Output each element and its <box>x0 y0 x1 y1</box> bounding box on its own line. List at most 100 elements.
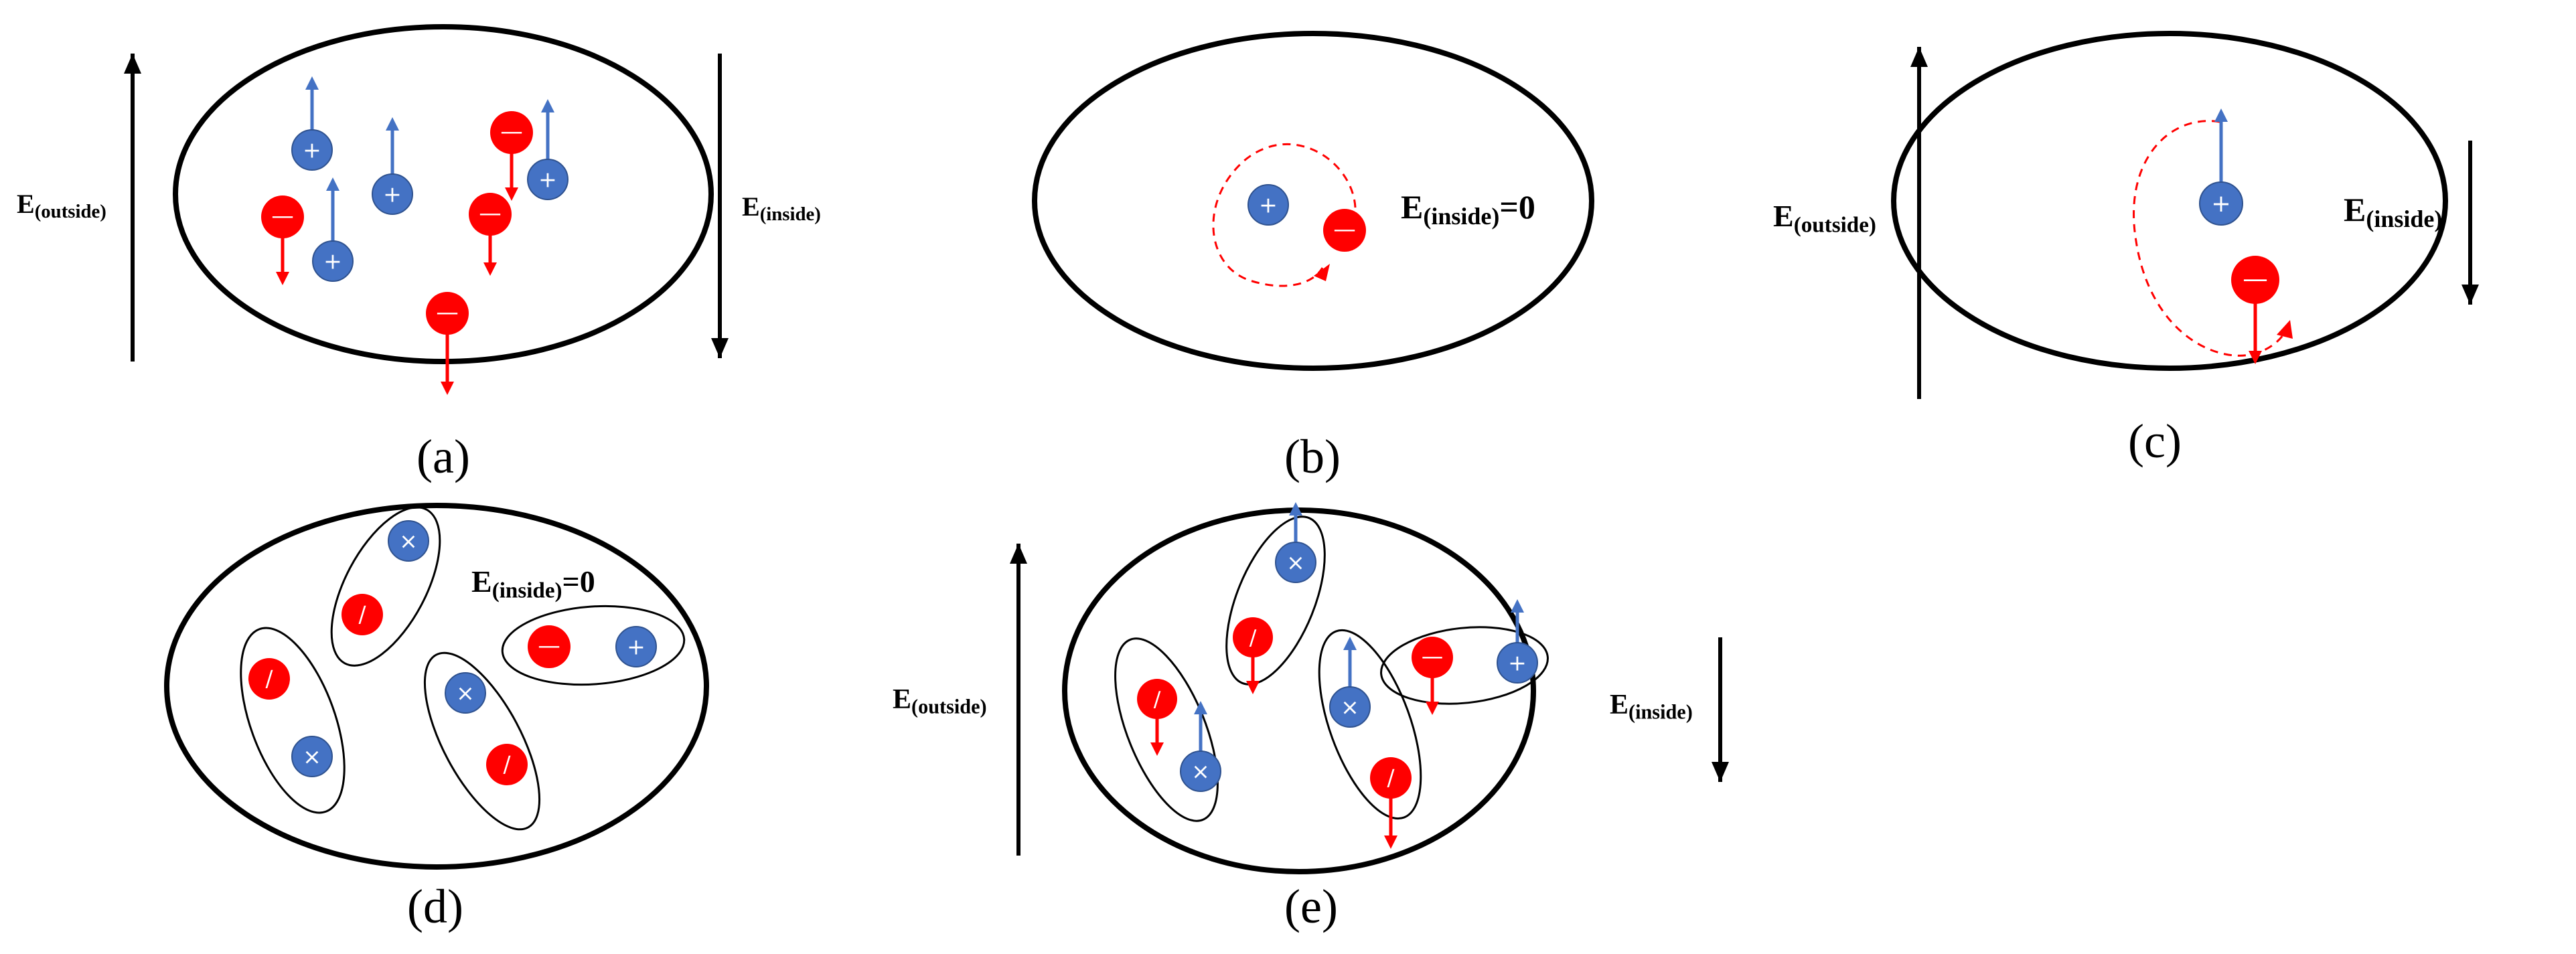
panel-a-positive-1-symbol: + <box>303 137 321 163</box>
panel-a-negative-4 <box>426 292 469 335</box>
panel-d-negative-1 <box>342 594 383 635</box>
panel-d-vessel <box>164 503 709 870</box>
panel-a-positive-3-force-arrow-head <box>326 177 339 191</box>
panel-e-positive-2 <box>1180 750 1221 792</box>
panel-a-positive-4 <box>527 159 569 200</box>
panel-a-negative-1-symbol: — <box>500 118 523 145</box>
panel-c-positive-force-arrow-head <box>2214 108 2228 122</box>
panel-a-positive-4-symbol: + <box>538 166 557 192</box>
panel-a-positive-4-force-arrow-head <box>541 99 554 112</box>
panel-b-negative <box>1323 209 1366 252</box>
panel-c-negative-symbol: — <box>2243 264 2268 293</box>
panel-a-negative-3-force-arrow-head <box>483 262 497 276</box>
panel-b-positive <box>1247 184 1289 226</box>
panel-e-negative-3 <box>1370 757 1412 799</box>
panel-a-negative-3 <box>469 193 512 236</box>
panel-b-orbit-path <box>1212 143 1357 287</box>
panel-d-positive-3-symbol: × <box>456 680 475 706</box>
panel-d-positive-3 <box>445 672 486 714</box>
panel-a-negative-1 <box>490 111 533 154</box>
panel-caption-b: (b) <box>1284 430 1341 483</box>
panel-b-vessel <box>1032 31 1594 371</box>
panel-a-outside-label: E(outside) <box>17 189 106 222</box>
panel-e-negative-4 <box>1412 637 1453 678</box>
panel-a-positive-1 <box>291 129 333 171</box>
panel-d-negative-2 <box>248 658 290 700</box>
panel-e-positive-3-symbol: × <box>1341 694 1359 720</box>
panel-e-positive-4 <box>1497 642 1538 684</box>
panel-d-negative-2-symbol: / <box>266 666 273 692</box>
panel-a-positive-2-symbol: + <box>383 181 402 207</box>
panel-e-outside-field-arrow-head <box>1010 544 1027 564</box>
panel-d-inside-label: E(inside)=0 <box>471 564 595 603</box>
panel-e-inside-label: E(inside) <box>1610 690 1693 724</box>
panel-e-positive-3-force-arrow-head <box>1343 637 1357 650</box>
panel-d-positive-4-symbol: + <box>627 633 646 659</box>
panel-e-negative-2-symbol: / <box>1154 688 1161 712</box>
panel-a-negative-4-force-arrow-head <box>441 382 454 395</box>
panel-a-vessel <box>173 24 714 364</box>
panel-e-pair-4 <box>1380 626 1549 705</box>
panel-d-pair-3 <box>423 651 541 831</box>
panel-e-positive-3 <box>1329 686 1371 728</box>
panel-e-negative-2 <box>1137 679 1177 719</box>
panel-c-positive <box>2199 181 2243 226</box>
panel-d-pair-1 <box>330 506 441 667</box>
panel-c-inside-field-arrow-head <box>2461 285 2479 305</box>
panel-c-positive-symbol: + <box>2211 190 2230 218</box>
panel-d-positive-4 <box>615 626 657 667</box>
panel-e-pair-3 <box>1318 629 1422 820</box>
panel-c-negative <box>2231 256 2279 304</box>
panel-d-negative-4-symbol: — <box>538 633 560 659</box>
panel-a-positive-2-force-arrow-head <box>386 117 399 131</box>
panel-a-positive-2 <box>372 173 413 215</box>
panel-c-orbit-path <box>2133 120 2288 357</box>
panel-c-orbit-arrowhead <box>2277 320 2293 339</box>
panel-b-orbit-arrowhead <box>1314 264 1330 281</box>
panel-d-pair-2 <box>240 627 346 814</box>
panel-e-inside-field-arrow-head <box>1712 762 1729 782</box>
panel-a-positive-3 <box>312 240 354 282</box>
panel-c-vessel <box>1891 31 2448 371</box>
panel-a-positive-3-symbol: + <box>323 248 342 274</box>
panel-e-positive-4-force-arrow-head <box>1511 599 1524 613</box>
panel-c-inside-label: E(inside) <box>2344 191 2442 232</box>
panel-a-inside-label: E(inside) <box>742 191 821 225</box>
panel-b-inside-label: E(inside)=0 <box>1401 188 1535 230</box>
panel-d-positive-2-symbol: × <box>303 743 321 769</box>
panel-e-negative-3-force-arrow-head <box>1384 836 1397 849</box>
panel-e-negative-4-force-arrow-head <box>1426 702 1439 715</box>
panel-caption-c: (c) <box>2128 414 2182 468</box>
panel-a-negative-1-force-arrow-head <box>505 187 518 201</box>
panel-e-pair-1 <box>1225 515 1326 686</box>
panel-d-negative-3-symbol: / <box>504 752 511 777</box>
panel-e-outside-label: E(outside) <box>893 684 987 718</box>
panel-a-negative-2 <box>261 195 304 238</box>
panel-d-positive-2 <box>291 736 333 777</box>
panel-e-negative-1 <box>1233 617 1273 657</box>
panel-d-positive-1-symbol: × <box>399 528 418 554</box>
panel-e-positive-1 <box>1275 542 1316 583</box>
panel-caption-d: (d) <box>407 880 463 933</box>
panel-e-positive-2-symbol: × <box>1191 758 1210 784</box>
panel-e-negative-2-force-arrow-head <box>1150 742 1164 756</box>
panel-d-negative-4 <box>528 625 571 668</box>
panel-d-pair-4 <box>501 605 686 686</box>
panel-a-negative-3-symbol: — <box>479 200 502 226</box>
panel-e-positive-4-symbol: + <box>1508 649 1527 675</box>
panel-a-inside-field-arrow-head <box>711 338 729 358</box>
panel-a-positive-1-force-arrow-head <box>305 76 319 90</box>
panel-e-negative-1-symbol: / <box>1249 626 1257 650</box>
panel-a-negative-4-symbol: — <box>436 299 459 325</box>
panel-a-negative-2-force-arrow-head <box>276 272 289 285</box>
panel-d-negative-3 <box>486 744 528 785</box>
panel-e-positive-1-symbol: × <box>1286 549 1305 575</box>
panel-e-negative-3-symbol: / <box>1387 765 1395 791</box>
panel-c-outside-field-arrow-head <box>1910 47 1928 67</box>
panel-e-negative-4-symbol: — <box>1422 643 1444 669</box>
panel-caption-e: (e) <box>1284 880 1338 933</box>
panel-e-positive-2-force-arrow-head <box>1194 701 1207 714</box>
panel-d-negative-1-symbol: / <box>359 602 366 627</box>
panel-caption-a: (a) <box>416 430 470 483</box>
